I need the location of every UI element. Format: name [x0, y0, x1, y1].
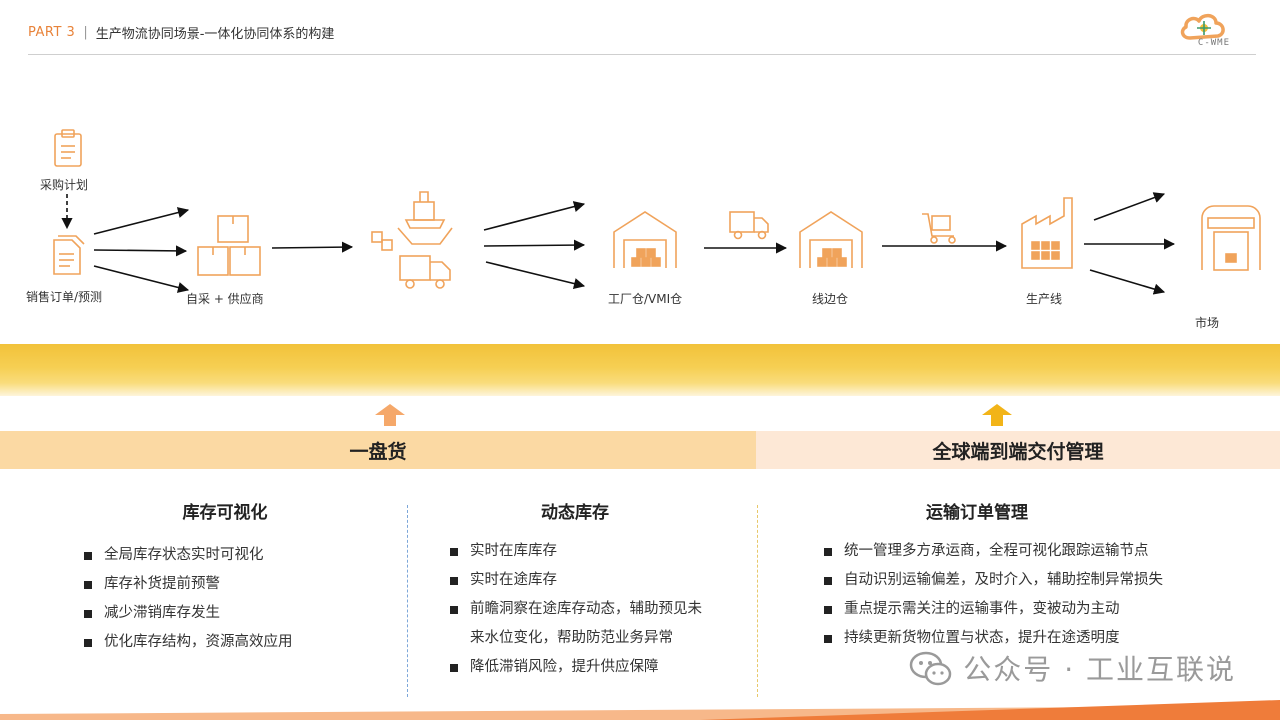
- node-label-purchase-plan: 采购计划: [40, 178, 89, 192]
- ship-truck-icon: [371, 191, 453, 289]
- list-item: 减少滞销库存发生: [82, 599, 382, 628]
- wechat-icon: [910, 651, 952, 686]
- column-divider-2: [757, 505, 758, 697]
- node-label-sales-order: 销售订单/预测: [26, 290, 103, 304]
- category-inventory: 一盘货: [0, 431, 756, 469]
- header-divider: [28, 54, 1256, 55]
- list-item: 降低滞销风险，提升供应保障: [448, 653, 748, 682]
- clipboard-icon: [54, 129, 82, 167]
- list-item: 实时在途库存: [448, 566, 748, 595]
- column-title: 动态库存: [541, 503, 609, 523]
- flow-arrows: [61, 192, 1176, 295]
- boxes-icon: [197, 215, 261, 276]
- truck-icon: [729, 211, 769, 240]
- list-item: 统一管理多方承运商，全程可视化跟踪运输节点: [822, 537, 1242, 566]
- node-label-factory-warehouse: 工厂仓/VMI仓: [608, 292, 683, 306]
- bullet-list: 实时在库库存 实时在途库存 前瞻洞察在途库存动态，辅助预见未 来水位变化，帮助防…: [448, 537, 748, 682]
- node-label-line-warehouse: 线边仓: [812, 292, 849, 306]
- list-item: 持续更新货物位置与状态，提升在途透明度: [822, 624, 1242, 653]
- list-item: 重点提示需关注的运输事件，变被动为主动: [822, 595, 1242, 624]
- header-separator: |: [83, 24, 88, 40]
- node-label-production-line: 生产线: [1026, 292, 1063, 306]
- warehouse-icon-2: [799, 211, 863, 268]
- factory-icon: [1021, 197, 1073, 269]
- bottom-stripe: [0, 700, 1280, 720]
- cart-icon: [922, 213, 956, 244]
- logo-text: C-WME: [1197, 38, 1230, 48]
- watermark: 公众号 · 工业互联说: [909, 648, 1236, 688]
- flow-svg: [53, 129, 1261, 295]
- column-dynamic-inventory: 动态库存 实时在库库存 实时在途库存 前瞻洞察在途库存动态，辅助预见未 来水位变…: [448, 498, 748, 682]
- list-item: 库存补货提前预警: [82, 570, 382, 599]
- column-title: 库存可视化: [182, 503, 268, 523]
- column-inventory-visibility: 库存可视化 全局库存状态实时可视化 库存补货提前预警 减少滞销库存发生 优化库存…: [82, 498, 382, 657]
- highlight-band: [0, 344, 1280, 396]
- list-item: 优化库存结构，资源高效应用: [82, 628, 382, 657]
- column-transport-orders: 运输订单管理 统一管理多方承运商，全程可视化跟踪运输节点 自动识别运输偏差，及时…: [822, 498, 1242, 653]
- list-item-continuation: 来水位变化，帮助防范业务异常: [470, 630, 673, 646]
- store-icon: [1201, 205, 1261, 271]
- up-arrow-right-icon: [982, 404, 1012, 426]
- list-item: 自动识别运输偏差，及时介入，辅助控制异常损失: [822, 566, 1242, 595]
- node-label-supplier: 自采 + 供应商: [186, 292, 264, 306]
- bullet-list: 全局库存状态实时可视化 库存补货提前预警 减少滞销库存发生 优化库存结构，资源高…: [82, 541, 382, 657]
- page-header: PART 3 | 生产物流协同场景-一体化协同体系的构建: [28, 22, 334, 42]
- bullet-list: 统一管理多方承运商，全程可视化跟踪运输节点 自动识别运输偏差，及时介入，辅助控制…: [822, 537, 1242, 653]
- category-delivery: 全球端到端交付管理: [756, 431, 1280, 469]
- page-title: 生产物流协同场景-一体化协同体系的构建: [95, 26, 335, 42]
- up-arrow-left-icon: [375, 404, 405, 426]
- warehouse-icon: [613, 211, 677, 268]
- logistics-flow-diagram: 采购计划 销售订单/预测 自采 + 供应商 工厂仓/VMI仓 线边仓 生产线 市…: [0, 110, 1280, 340]
- column-divider: [407, 505, 408, 697]
- list-item: 前瞻洞察在途库存动态，辅助预见未 来水位变化，帮助防范业务异常: [448, 595, 748, 653]
- watermark-text: 公众号 · 工业互联说: [963, 653, 1236, 686]
- document-icon: [53, 235, 85, 275]
- list-item: 实时在库库存: [448, 537, 748, 566]
- list-item-text: 前瞻洞察在途库存动态，辅助预见未: [470, 601, 702, 617]
- list-item: 全局库存状态实时可视化: [82, 541, 382, 570]
- column-title: 运输订单管理: [926, 503, 1028, 523]
- cloud-logo-icon: [1180, 13, 1225, 40]
- part-number: PART 3: [28, 24, 76, 40]
- node-label-market: 市场: [1195, 316, 1220, 330]
